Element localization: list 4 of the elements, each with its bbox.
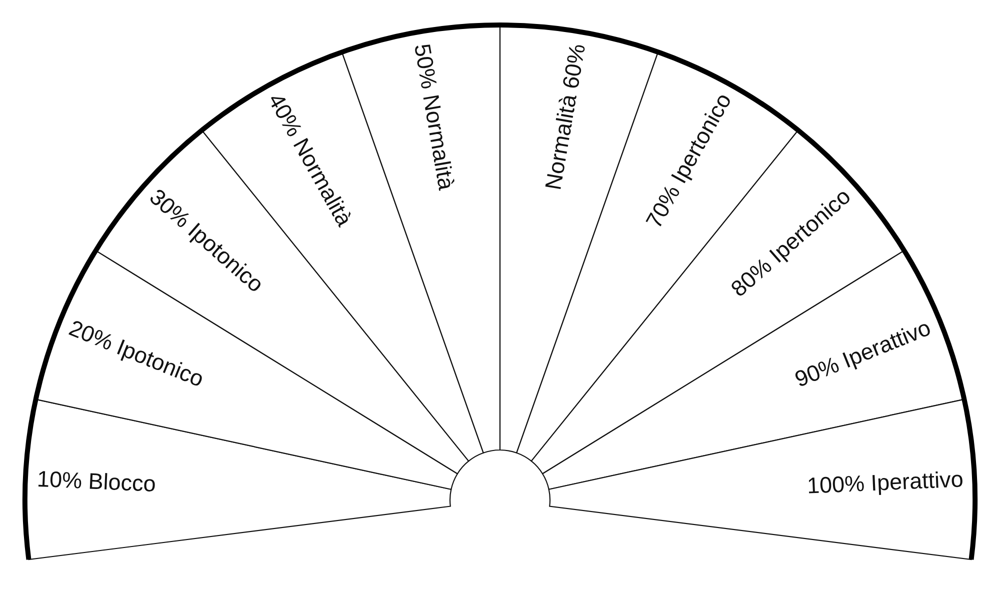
sector-label: 100% Iperattivo — [806, 466, 964, 500]
sector-label: Normalità 60% — [540, 42, 591, 192]
sector-label: 10% Blocco — [36, 466, 157, 498]
sector-label: 50% Normalità — [408, 42, 460, 192]
